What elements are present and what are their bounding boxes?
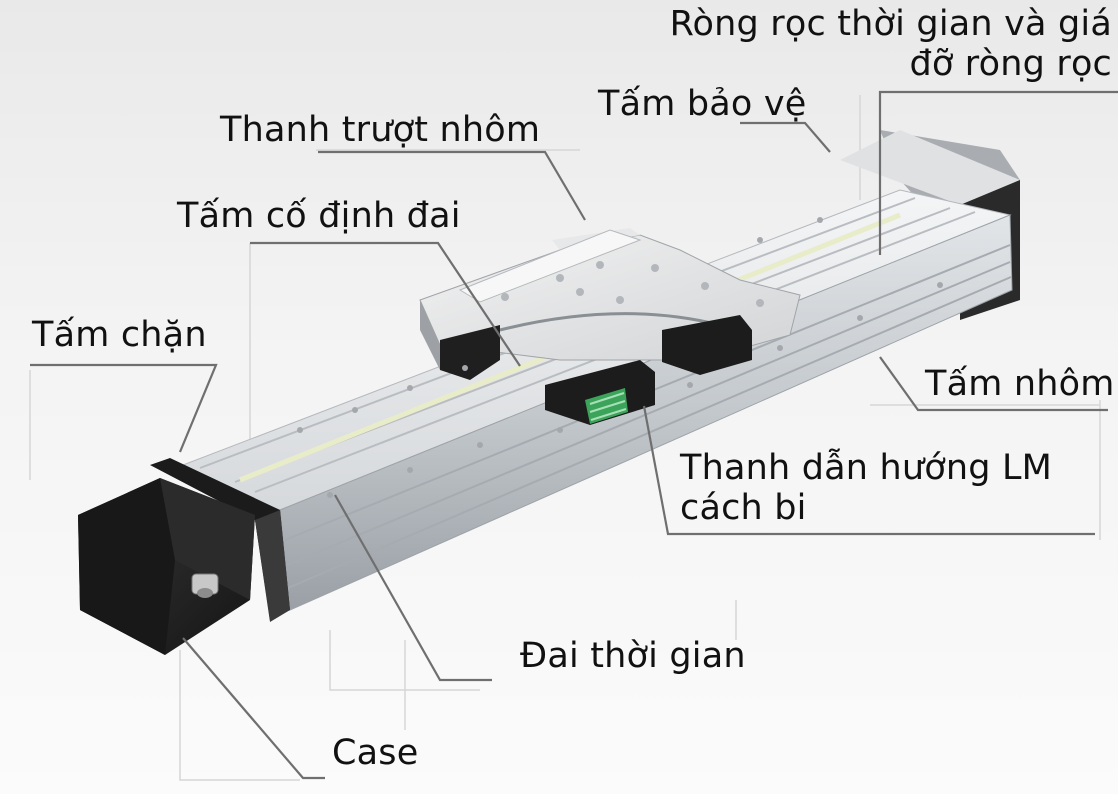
leader-belt-clamp (250, 241, 521, 367)
lm-blocks (440, 315, 752, 425)
label-lm-guide-line1: Thanh dẫn hướng LM (680, 448, 1053, 488)
label-belt-clamp-plate: Tấm cố định đai (177, 196, 461, 236)
label-lm-guide: Thanh dẫn hướng LM cách bi (680, 448, 1080, 528)
label-case: Case (332, 733, 419, 773)
leader-timing-belt (334, 494, 492, 682)
label-timing-pulley-line2: đỡ ròng rọc (909, 44, 1112, 84)
leader-aluminum-plate (879, 356, 1108, 412)
leader-case (182, 637, 325, 780)
label-timing-belt: Đai thời gian (520, 636, 746, 676)
label-timing-pulley-line1: Ròng rọc thời gian và giá (669, 4, 1112, 44)
leader-pulley (878, 90, 1118, 255)
rail-bolts (297, 217, 943, 498)
leader-lm-guide (642, 405, 1095, 536)
label-aluminum-plate: Tấm nhôm (925, 364, 1115, 404)
label-aluminum-slider: Thanh trượt nhôm (220, 110, 541, 150)
label-lm-guide-line2: cách bi (680, 488, 807, 528)
leader-lines (30, 90, 1118, 780)
motor-case (78, 478, 255, 655)
leader-protective-plate (740, 121, 831, 153)
leader-aluminum-slider (318, 150, 586, 221)
label-timing-pulley: Ròng rọc thời gian và giá đỡ ròng rọc (632, 4, 1112, 84)
label-protective-plate: Tấm bảo vệ (598, 84, 807, 124)
label-stopper-plate: Tấm chặn (32, 315, 207, 355)
motor-plate (150, 458, 290, 622)
leader-stopper (30, 363, 218, 453)
